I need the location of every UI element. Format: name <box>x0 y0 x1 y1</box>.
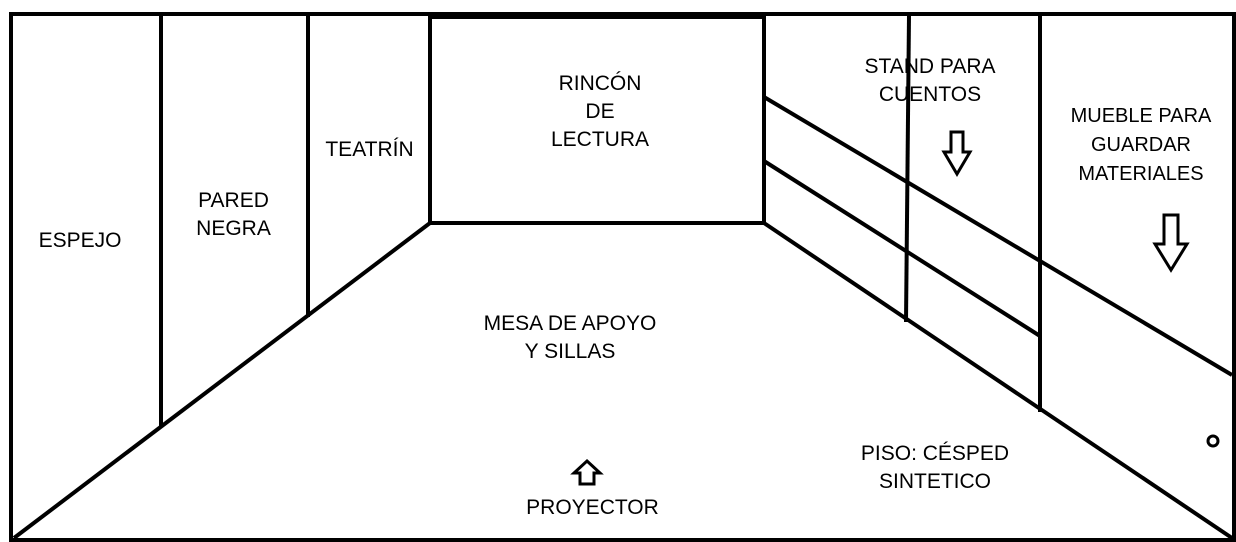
shelf-line-lower <box>762 159 1042 338</box>
arrow-down-icon <box>1152 213 1190 273</box>
outer-frame <box>9 12 1236 542</box>
label-stand-para-cuentos: STAND PARA CUENTOS <box>864 55 996 106</box>
floor-line-right <box>762 221 1234 540</box>
floor-line-left <box>12 221 432 540</box>
back-wall <box>428 15 766 225</box>
label-espejo: ESPEJO <box>38 229 122 252</box>
label-mesa-de-apoyo: MESA DE APOYO Y SILLAS <box>483 312 657 363</box>
divider-stand <box>904 14 911 323</box>
label-mueble-materiales: MUEBLE PARA GUARDAR MATERIALES <box>1070 105 1212 185</box>
label-rincon-de-lectura: RINCÓN DE LECTURA <box>550 72 650 151</box>
label-teatrin: TEATRÍN <box>325 138 414 161</box>
arrow-up-icon <box>570 458 604 486</box>
label-proyector: PROYECTOR <box>526 496 659 519</box>
shelf-line-upper <box>762 95 1234 377</box>
label-pared-negra: PARED NEGRA <box>196 189 271 240</box>
label-piso-cesped: PISO: CÉSPED SINTETICO <box>860 442 1010 493</box>
circle-icon <box>1206 434 1220 448</box>
arrow-down-icon <box>941 130 973 177</box>
